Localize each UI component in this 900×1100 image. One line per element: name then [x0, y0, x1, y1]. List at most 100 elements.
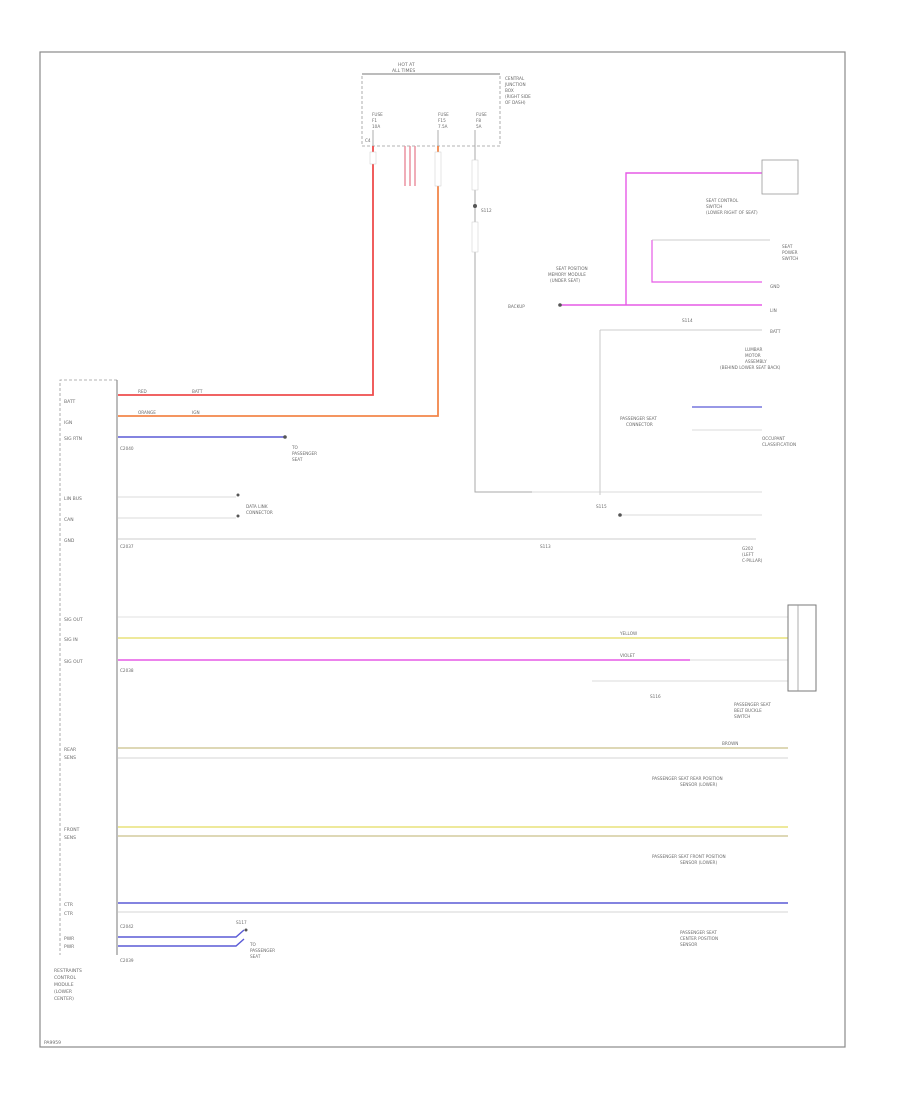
fuse-box-label-4: (RIGHT SIDE	[505, 94, 531, 99]
front-label-1: PASSENGER SEAT FRONT POSITION	[652, 854, 726, 859]
ground-label-1c: SEAT	[292, 457, 303, 462]
wire-tag-red	[369, 151, 377, 165]
term-dot-can	[236, 514, 240, 518]
splice-s115-dot	[618, 513, 622, 517]
fuse-box-label-1: CENTRAL	[505, 76, 525, 81]
ground-label-2b: PASSENGER	[250, 948, 275, 953]
ground-label-2a: TO	[249, 942, 257, 947]
door-conn-label: SEAT	[782, 244, 793, 249]
ground-dot-1	[283, 435, 287, 439]
splice-s112-label: S112	[481, 208, 492, 213]
fuse-label-1: FUSE	[372, 112, 383, 117]
door-pin-2: LIN	[770, 308, 777, 313]
ctr-label-3: SENSOR	[680, 942, 697, 947]
splice-s113-label: S113	[540, 544, 551, 549]
right-mid-label-4: CLASSIFICATION	[762, 442, 796, 447]
wire-label-red: RED	[138, 389, 147, 394]
wire-label-yellow: YELLOW	[619, 631, 637, 636]
door-splice-label-4: BACKUP	[508, 304, 525, 309]
pin-a2: SIG IN	[64, 637, 78, 643]
gnd-right-label-3: C-PILLAR)	[742, 558, 763, 563]
wire-blue-pwr-1	[118, 929, 245, 938]
belt-buckle-box	[787, 604, 817, 692]
diagram-frame	[39, 51, 846, 1048]
wire-tag-orange	[434, 151, 442, 187]
right-mid-label-3: OCCUPANT	[762, 436, 785, 441]
wire-tag-gray	[471, 159, 479, 191]
pin-can: CAN	[64, 517, 74, 523]
door-splice-label-2: MEMORY MODULE	[548, 272, 586, 277]
fuse-label-1c: 10A	[372, 124, 380, 129]
wire-gray-f8	[474, 146, 532, 493]
wire-label-orange: ORANGE	[138, 410, 156, 415]
door-pin-3: BATT	[770, 329, 781, 334]
wire-blue-pwr-2	[118, 938, 245, 947]
term-dot-lin	[236, 493, 240, 497]
pin-pwr1: PWR	[64, 936, 74, 942]
fuse-label-2: FUSE	[438, 112, 449, 117]
door-pin-1: GND	[770, 284, 780, 289]
fuse-box-label-3: BOX	[505, 88, 514, 93]
pin-ctr1: CTR	[64, 902, 73, 908]
pin-gnd: GND	[64, 538, 75, 544]
pin-a3: SIG OUT	[64, 659, 83, 665]
lumbar-label-2: MOTOR	[745, 353, 761, 358]
ctr-label-2: CENTER POSITION	[680, 936, 718, 941]
right-mid-label-1: PASSENGER SEAT	[620, 416, 657, 421]
door-splice-label-3: (UNDER SEAT)	[550, 278, 580, 283]
connector-c2040: C2040	[120, 446, 134, 451]
wire-pink-door-3	[651, 240, 762, 283]
belt-label-3: SWITCH	[734, 714, 750, 719]
rear-label-2: SENSOR (LOWER)	[680, 782, 717, 787]
left-module-title-5: CENTER)	[54, 996, 74, 1002]
splice-s114-label: S114	[682, 318, 693, 323]
lumbar-label-3: ASSEMBLY	[745, 359, 767, 364]
pin-sig: SIG RTN	[64, 436, 82, 442]
fuse-label-3b: F8	[476, 118, 481, 123]
wire-label-ign: IGN	[192, 410, 200, 415]
wire-label-violet: VIOLET	[620, 653, 635, 658]
pin-batt: BATT	[64, 399, 75, 405]
pin-rear: REAR	[64, 747, 76, 753]
rear-label-1: PASSENGER SEAT REAR POSITION	[652, 776, 723, 781]
left-module-title-4: (LOWER	[54, 989, 72, 995]
door-module-label-2: SWITCH	[706, 204, 722, 209]
fuse-box-label-5: OF DASH)	[505, 100, 526, 105]
footer-code: PA9959	[44, 1040, 61, 1046]
ground-label-1a: TO	[291, 445, 299, 450]
fuse-label-3: FUSE	[476, 112, 487, 117]
wire-orange-ign	[118, 146, 439, 417]
wire-red-batt	[118, 146, 374, 396]
fuse-label-3c: 5A	[476, 124, 482, 129]
ground-label-1b: PASSENGER	[292, 451, 317, 456]
fuse-box: HOT AT ALL TIMES CENTRAL JUNCTION BOX (R…	[361, 62, 532, 147]
pin-a1: SIG OUT	[64, 617, 83, 623]
fuse-connector-label: C4	[365, 138, 371, 143]
fuse-box-header-2: ALL TIMES	[392, 68, 415, 74]
door-conn-label-3: SWITCH	[782, 256, 798, 261]
left-module-title-1: RESTRAINTS	[54, 968, 82, 974]
splice-s115-label: S115	[596, 504, 607, 509]
left-module-title-3: MODULE	[54, 982, 74, 988]
gnd-right-label-2: (LEFT	[742, 552, 754, 557]
pin-rear2: SENS	[64, 755, 76, 761]
ground-dot-2	[244, 928, 248, 932]
splice-s117-label: S117	[236, 920, 247, 925]
wire-tag-gray-2	[471, 221, 479, 253]
pin-ctr2: CTR	[64, 911, 73, 917]
splice-s116-label: S116	[650, 694, 661, 699]
pin-lin: LIN BUS	[64, 496, 82, 502]
pin-ign: IGN	[64, 420, 72, 426]
splice-s112	[473, 204, 477, 208]
right-mid-label-2: CONNECTOR	[626, 422, 653, 427]
term-lin-label: DATA LINK	[246, 504, 268, 509]
door-module-label-1: SEAT CONTROL	[706, 198, 739, 203]
door-module-box	[761, 159, 799, 195]
fuse-box-header-1: HOT AT	[398, 62, 415, 68]
wire-pink-door	[625, 172, 762, 305]
fuse-box-outline	[361, 73, 501, 147]
pin-front: FRONT	[64, 827, 80, 833]
fuse-label-1b: F1	[372, 118, 377, 123]
left-module: BATT IGN SIG RTN LIN BUS CAN GND SIG OUT…	[54, 379, 134, 1002]
